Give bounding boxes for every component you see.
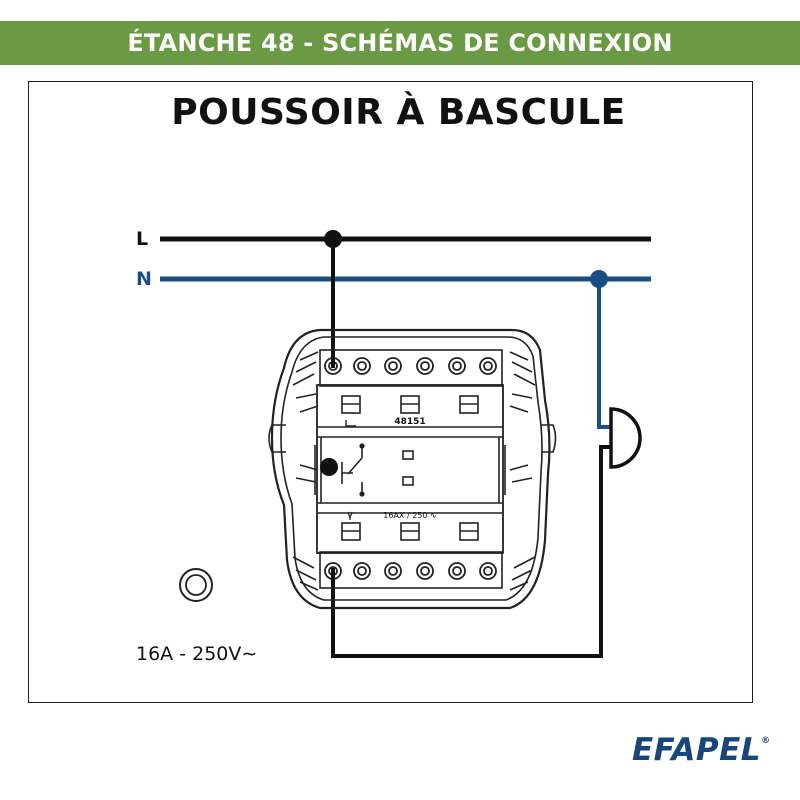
neutral-drop-wire [597,279,611,429]
live-line-label: L [136,228,149,250]
brand-name: EFAPEL [632,732,761,768]
switch-device [268,328,557,610]
lower-terminals [324,562,497,580]
indicator-ring-icon [179,568,213,602]
header-title: ÉTANCHE 48 - SCHÉMAS DE CONNEXION [127,29,673,57]
device-model-label: 48151 [394,417,425,427]
load-bell-icon [609,407,642,469]
registered-mark: ® [761,736,771,746]
common-terminal-dot [320,458,338,476]
upper-terminals [324,357,497,375]
efapel-logo: EFAPEL® [632,732,771,768]
rating-text: 16A - 250V∼ [136,643,258,665]
neutral-line-label: N [136,268,152,290]
diagram-title: POUSSOIR À BASCULE [171,92,626,133]
return-wire [331,445,611,658]
device-rating-marking: 16AX / 250 ∿ [383,511,436,520]
diagram-frame [28,81,753,703]
header-bar: ÉTANCHE 48 - SCHÉMAS DE CONNEXION [0,21,800,65]
